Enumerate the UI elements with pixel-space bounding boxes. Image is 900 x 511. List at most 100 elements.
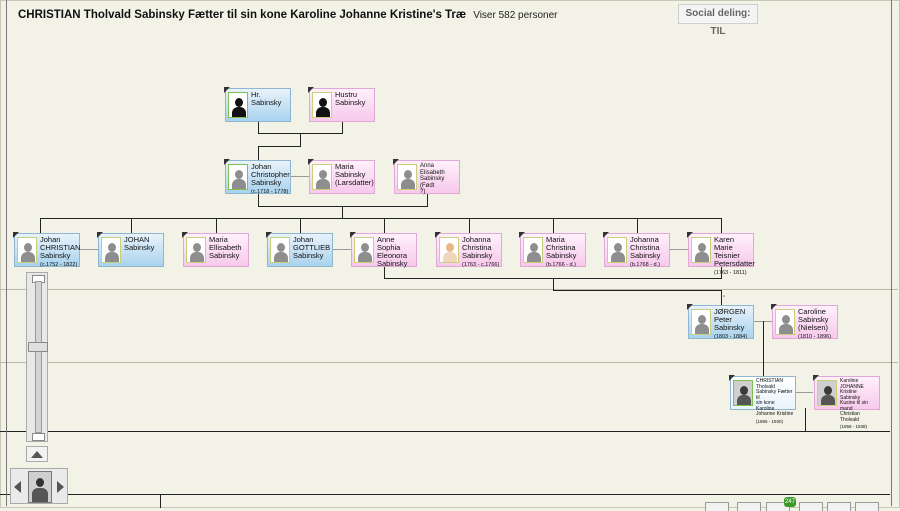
person-name: Johan Christopher Sabinsky(c.1718 - 1778… [251, 162, 290, 196]
person-card[interactable]: Caroline Sabinsky (Nielsen)(1810 - 1896) [771, 304, 838, 340]
person-card[interactable]: Johanna Christina Sabinsky(b.1768 - d.) [603, 232, 670, 269]
arrow-right-icon[interactable] [57, 481, 64, 493]
menu-corner-icon[interactable] [266, 232, 272, 238]
person-name: CHRISTIAN Tholvald Sabinsky Fætter til s… [756, 378, 794, 424]
person-card[interactable]: Anna Elisabeth Sabinsky (Født ?) [393, 159, 460, 195]
border-line [891, 0, 892, 506]
toolbar-button[interactable] [799, 502, 823, 511]
scroll-up-button[interactable] [26, 446, 48, 462]
person-name: Anna Elisabeth Sabinsky (Født ?) [420, 163, 445, 195]
border-line [6, 0, 7, 506]
menu-corner-icon[interactable] [435, 232, 441, 238]
connector [469, 218, 470, 233]
menu-corner-icon[interactable] [771, 304, 777, 310]
connector [553, 290, 722, 291]
menu-corner-icon[interactable] [308, 159, 314, 165]
connector [342, 121, 343, 133]
menu-corner-icon[interactable] [224, 159, 230, 165]
person-card[interactable]: Johan CHRISTIAN Sabinsky(c.1752 - 1822) [13, 232, 80, 268]
connector [384, 266, 385, 278]
connector [342, 206, 343, 218]
placeholder-photo-icon [397, 164, 417, 190]
connector [216, 218, 217, 233]
menu-corner-icon[interactable] [603, 232, 609, 238]
person-card[interactable]: JOHAN Sabinsky [97, 232, 164, 267]
person-card[interactable]: Johanna Christina Sabinsky(1763 - c.1766… [435, 232, 502, 268]
person-dates: (b.1768 - d.) [630, 262, 660, 268]
arrow-left-icon[interactable] [14, 481, 21, 493]
person-card[interactable]: Johan Christopher Sabinsky(c.1718 - 1778… [224, 159, 291, 196]
menu-corner-icon[interactable] [13, 232, 19, 238]
person-name: Hustru Sabinsky [335, 90, 366, 107]
person-dates: (b.1766 - d.) [546, 262, 576, 268]
menu-corner-icon[interactable] [687, 304, 693, 310]
connector [721, 266, 722, 278]
row-guide [0, 289, 898, 290]
person-card[interactable]: Hustru Sabinsky [308, 87, 375, 122]
connector [805, 408, 806, 432]
toolbar-button[interactable] [855, 502, 879, 511]
toolbar-button[interactable] [705, 502, 729, 511]
home-person-card[interactable]: CHRISTIAN Tholvald Sabinsky Fætter til s… [729, 375, 796, 424]
menu-corner-icon[interactable] [813, 375, 819, 381]
portrait-photo [733, 380, 753, 406]
placeholder-photo-icon [17, 237, 37, 263]
connector [300, 133, 301, 146]
person-card[interactable]: Hr. Sabinsky [224, 87, 291, 122]
person-dates: (c.1718 - 1778) [251, 189, 289, 195]
person-card[interactable]: Karoline JOHANNE Kristine Sabinsky Kusin… [813, 375, 880, 429]
generation-line [0, 431, 890, 432]
connector [331, 249, 351, 250]
connector [258, 146, 259, 160]
person-name: Maria Ellisabeth Sabinsky [209, 235, 242, 260]
person-dates: (1858 - 1938) [840, 424, 868, 429]
connector [160, 494, 161, 508]
placeholder-photo-icon [775, 309, 795, 335]
person-dates: (1803 - 1884) [714, 334, 748, 340]
social-sharing-button[interactable]: Social deling: TIL [678, 4, 758, 37]
menu-corner-icon[interactable] [224, 87, 230, 93]
person-name: JOHAN Sabinsky [124, 235, 155, 252]
connector [291, 176, 309, 177]
menu-corner-icon[interactable] [729, 375, 735, 381]
person-card[interactable]: JØRGEN Peter Sabinsky(1803 - 1884) [687, 304, 754, 340]
page-title: CHRISTIAN Tholvald Sabinsky Fætter til s… [18, 9, 558, 21]
placeholder-photo-icon [228, 164, 248, 190]
connector [795, 392, 813, 393]
menu-corner-icon[interactable] [687, 232, 693, 238]
connector [258, 206, 428, 207]
person-card[interactable]: Maria Sabinsky (Larsdatter) [308, 159, 375, 194]
connector [553, 278, 554, 290]
connector [384, 218, 385, 233]
baby-photo-icon [439, 237, 459, 263]
menu-corner-icon[interactable] [350, 232, 356, 238]
person-card[interactable]: Maria Christina Sabinsky(b.1766 - d.) [519, 232, 586, 268]
arrow-up-icon [31, 450, 43, 458]
navigation-control[interactable] [10, 468, 68, 504]
person-name: Maria Sabinsky (Larsdatter) [335, 162, 374, 187]
placeholder-photo-icon [607, 237, 627, 263]
person-name: Johanna Christina Sabinsky(b.1768 - d.) [630, 236, 668, 269]
person-card[interactable]: Anne Sophia Eleonora Sabinsky [350, 232, 417, 268]
generation-line [0, 494, 890, 495]
person-name: Johan GOTTLIEB Sabinsky [293, 235, 331, 260]
zoom-handle[interactable] [28, 342, 48, 352]
menu-corner-icon[interactable] [182, 232, 188, 238]
person-card[interactable]: Johan GOTTLIEB Sabinsky [266, 232, 333, 267]
menu-corner-icon[interactable] [97, 232, 103, 238]
row-guide [0, 362, 898, 363]
zoom-slider[interactable] [26, 272, 48, 442]
menu-corner-icon[interactable] [308, 87, 314, 93]
toolbar-button[interactable] [737, 502, 761, 511]
toolbar-button[interactable] [827, 502, 851, 511]
portrait-photo [817, 380, 837, 406]
menu-corner-icon[interactable] [519, 232, 525, 238]
person-card[interactable]: Karen Marie Teisnier Petersdatter(1763 -… [687, 232, 755, 276]
home-person-thumbnail[interactable] [28, 471, 52, 503]
menu-corner-icon[interactable] [393, 159, 399, 165]
connector [721, 290, 722, 305]
person-card[interactable]: Maria Ellisabeth Sabinsky [182, 232, 249, 267]
silhouette-icon [312, 92, 332, 118]
zoom-track[interactable] [35, 281, 42, 433]
connector [40, 218, 41, 233]
